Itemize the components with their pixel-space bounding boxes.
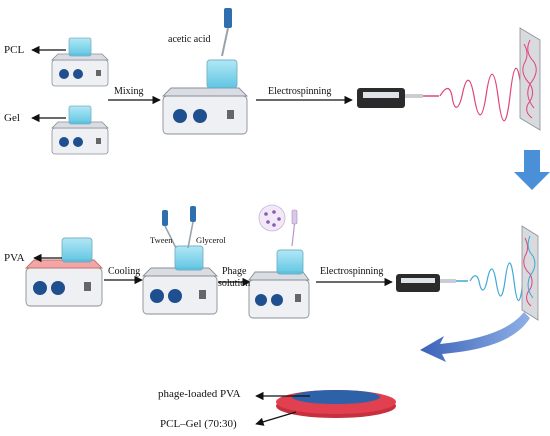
fiber-spiral-top xyxy=(439,67,523,122)
label-glycerol: Glycerol xyxy=(196,235,226,245)
pipette-glycerol-icon xyxy=(187,206,196,249)
label-cooling: Cooling xyxy=(108,266,141,277)
pipette-icon xyxy=(221,8,232,57)
membrane-disc xyxy=(276,390,396,418)
label-tween: Tween xyxy=(150,235,173,245)
arrow-down-big xyxy=(514,150,550,190)
label-electrospinning-bottom: Electrospinning xyxy=(320,266,384,277)
arrow-curved-big xyxy=(420,312,530,362)
collector-top xyxy=(519,27,541,131)
label-mixing: Mixing xyxy=(114,86,144,97)
pipette-tween-icon xyxy=(162,210,177,249)
label-phage-line2: solution xyxy=(218,278,251,289)
stirrer-mixing xyxy=(161,59,249,135)
label-acetic-acid: acetic acid xyxy=(168,34,211,45)
label-pcl-gel: PCL–Gel (70:30) xyxy=(160,418,237,430)
label-phage-line1: Phage xyxy=(222,266,247,277)
stirrer-pva xyxy=(24,237,104,307)
label-gel: Gel xyxy=(4,112,20,124)
syringe-pump-top xyxy=(357,88,439,108)
stirrer-pcl xyxy=(51,37,109,87)
arrow-pcl-gel xyxy=(255,411,297,426)
collector-bottom xyxy=(521,225,539,321)
label-pva: PVA xyxy=(4,252,25,264)
stirrer-phage xyxy=(248,249,310,319)
label-pcl: PCL xyxy=(4,44,25,56)
stirrer-tween-glycerol xyxy=(141,245,219,315)
syringe-pump-bottom xyxy=(396,274,468,292)
stirrer-gel xyxy=(51,105,109,155)
phage-cluster-icon xyxy=(258,204,298,247)
label-electrospinning-top: Electrospinning xyxy=(268,86,332,97)
label-phage-loaded-pva: phage-loaded PVA xyxy=(158,388,241,400)
